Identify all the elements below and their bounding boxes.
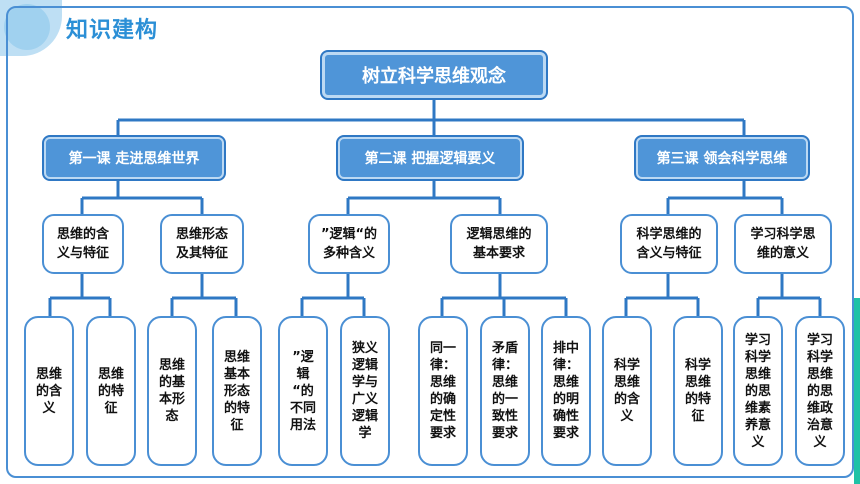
page-title: 知识建构 <box>66 18 159 43</box>
topic-node: 科学思维的 含义与特征 <box>620 214 718 274</box>
side-accent-strip <box>854 298 860 484</box>
leaf-node: 狭义 逻辑 学与 广义 逻辑 学 <box>340 316 390 466</box>
leaf-node: 矛盾 律： 思维 的一 致性 要求 <box>480 316 530 466</box>
root-node: 树立科学思维观念 <box>322 52 546 98</box>
topic-node: ”逻辑“的 多种含义 <box>308 214 390 274</box>
leaf-node: 思维 的基 本形 态 <box>147 316 197 466</box>
lesson-node-1: 第一课 走进思维世界 <box>44 137 224 179</box>
leaf-node: 学习 科学 思维 的思 维素 养意 义 <box>733 316 783 466</box>
topic-node: 思维形态 及其特征 <box>160 214 244 274</box>
leaf-node: 科学 思维 的特 征 <box>673 316 723 466</box>
leaf-node: 思维 基本 形态 的特 征 <box>212 316 262 466</box>
leaf-node: 排中 律： 思维 的明 确性 要求 <box>541 316 591 466</box>
topic-node: 学习科学思 维的意义 <box>734 214 832 274</box>
leaf-node: 思维 的特 征 <box>86 316 136 466</box>
lesson-node-2: 第二课 把握逻辑要义 <box>338 137 522 179</box>
lesson-node-3: 第三课 领会科学思维 <box>636 137 808 179</box>
leaf-node: ”逻 辑 “的 不同 用法 <box>278 316 328 466</box>
topic-node: 思维的含 义与特征 <box>42 214 124 274</box>
slide-frame <box>6 6 854 478</box>
leaf-node: 同一 律： 思维 的确 定性 要求 <box>418 316 468 466</box>
leaf-node: 思维 的含 义 <box>24 316 74 466</box>
leaf-node: 学习 科学 思维 的思 维政 治意 义 <box>795 316 845 466</box>
leaf-node: 科学 思维 的含 义 <box>602 316 652 466</box>
topic-node: 逻辑思维的 基本要求 <box>450 214 548 274</box>
